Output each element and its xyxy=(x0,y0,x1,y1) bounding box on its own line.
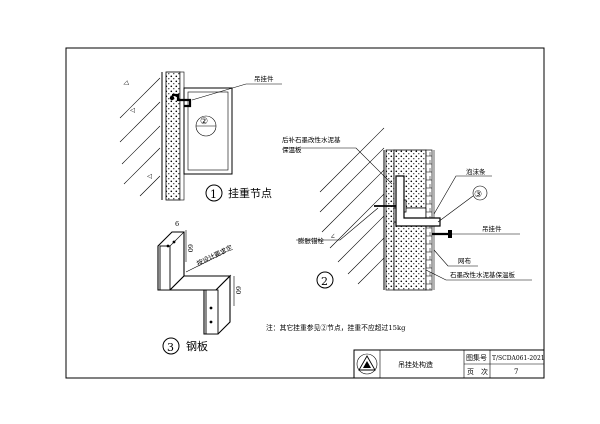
detail-2-leader-bubble xyxy=(437,195,474,223)
detail-2-bubble-3 xyxy=(472,185,488,201)
detail-1-hanging-node: ◁ ◁ ◁ ② 吊挂件 1 挂重节点 xyxy=(119,71,282,202)
drawing-note: 注：其它挂重参见②节点，挂重不应超过15kg xyxy=(266,323,406,332)
detail-3-dim-60-a: 60 xyxy=(186,244,194,252)
detail-2-label-hook: 吊挂件 xyxy=(482,224,502,233)
detail-3-dim-line-step xyxy=(185,251,227,273)
detail-2-insulation-board-lower xyxy=(393,221,427,291)
detail-2-label-anchor: 膨胀锚栓 xyxy=(298,236,325,245)
detail-1-render-layer xyxy=(179,71,185,201)
detail-2-leader-foam xyxy=(433,175,492,215)
detail-3-caption-circle xyxy=(162,337,180,355)
detail-2-label-topleft-1: 后补石墨改性水泥基 xyxy=(282,135,341,144)
detail-3-dim-note: 按设计要求定 xyxy=(195,242,234,267)
detail-1-hung-box xyxy=(183,87,233,175)
detail-2-leader-mesh xyxy=(433,249,478,267)
detail-1-caption-circle xyxy=(205,184,223,202)
detail-1-caption-text: 挂重节点 xyxy=(228,186,272,200)
detail-2-label-foam: 泡沫条 xyxy=(466,167,486,176)
detail-1-hook-leader xyxy=(191,83,282,101)
detail-1-wall-hatch: ◁ ◁ ◁ xyxy=(119,72,163,200)
atlas-label: 图集号 xyxy=(466,353,487,362)
detail-1-caption-number: 1 xyxy=(210,188,217,201)
detail-3-steel-plate: 60 6 60 按设计要求定 3 钢板 xyxy=(157,220,242,355)
detail-2-section: ③ 后补石墨改性水泥基 保温板 膨胀锚栓 ∠ 泡沫条 吊挂件 网布 石墨改性水泥… xyxy=(282,127,532,291)
detail-2-caption-circle xyxy=(316,271,334,289)
detail-2-bubble-3-label: ③ xyxy=(474,190,482,200)
detail-2-label-board: 石墨改性水泥基保温板 xyxy=(450,270,516,279)
detail-2-label-mesh: 网布 xyxy=(458,256,472,265)
detail-2-leader-topleft xyxy=(284,147,393,185)
detail-3-caption-number: 3 xyxy=(167,341,174,354)
detail-3-caption-text: 钢板 xyxy=(186,339,208,353)
detail-3-dim-60-b: 60 xyxy=(234,286,242,294)
detail-2-leader-board xyxy=(425,269,532,281)
title-block: 吊挂处构造 图集号 T/SCDA061-2021 页 次 7 xyxy=(353,349,545,379)
detail-2-caption-number: 2 xyxy=(321,275,328,288)
detail-2-wall-hatch xyxy=(319,127,385,290)
detail-2-anchor-mark: ∠ xyxy=(330,232,335,240)
detail-2-back-layer xyxy=(385,149,395,291)
detail-1-hook-label: 吊挂件 xyxy=(254,74,274,83)
detail-3-dim-thk: 6 xyxy=(175,220,179,228)
svg-text:◁: ◁ xyxy=(122,79,129,88)
svg-text:◁: ◁ xyxy=(147,172,152,180)
page-value: 7 xyxy=(514,368,518,376)
detail-2-leader-anchor xyxy=(296,207,379,241)
detail-2-steel-plate xyxy=(395,175,441,227)
drawing-title: 吊挂处构造 xyxy=(398,360,433,369)
page-label: 页 次 xyxy=(467,367,488,376)
detail-1-inner-bubble-label: ② xyxy=(200,117,208,127)
svg-text:◁: ◁ xyxy=(130,106,135,114)
logo-triangle-icon xyxy=(356,353,378,375)
sheet-border xyxy=(65,47,545,379)
detail-1-insulation-layer xyxy=(165,71,181,201)
detail-2-label-topleft-2: 保温板 xyxy=(282,145,302,154)
atlas-value: T/SCDA061-2021 xyxy=(492,355,545,362)
